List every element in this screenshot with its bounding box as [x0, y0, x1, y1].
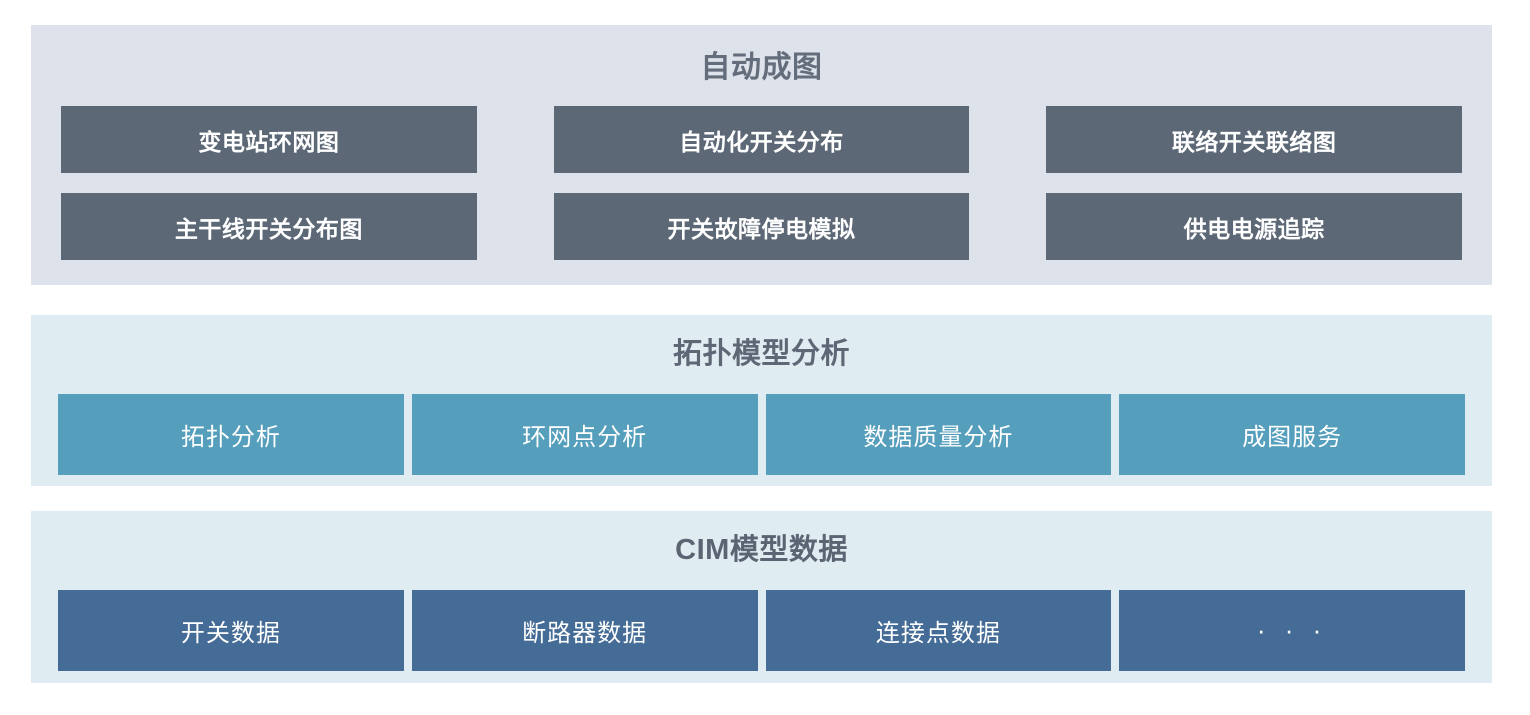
tile-more-data[interactable]: · · · — [1119, 590, 1465, 671]
tile-row: 主干线开关分布图 开关故障停电模拟 供电电源追踪 — [61, 193, 1463, 260]
tile-circuit-breaker-data[interactable]: 断路器数据 — [411, 590, 758, 671]
tile-mapping-service[interactable]: 成图服务 — [1119, 394, 1465, 475]
section-cim-model-data: CIM模型数据 开关数据 断路器数据 连接点数据 · · · — [31, 511, 1492, 683]
tile-automation-switch-distribution[interactable]: 自动化开关分布 — [553, 106, 970, 173]
section-auto-mapping-tiles: 变电站环网图 自动化开关分布 联络开关联络图 主干线开关分布图 开关故障停电模拟… — [31, 83, 1492, 260]
tile-switch-data[interactable]: 开关数据 — [58, 590, 404, 671]
tile-data-quality-analysis[interactable]: 数据质量分析 — [765, 394, 1112, 475]
section-topology-analysis-title: 拓扑模型分析 — [672, 338, 850, 370]
tile-connectivity-node-data[interactable]: 连接点数据 — [765, 590, 1112, 671]
tile-row: 开关数据 断路器数据 连接点数据 · · · — [58, 590, 1465, 671]
tile-topology-analysis[interactable]: 拓扑分析 — [58, 394, 404, 475]
section-auto-mapping: 自动成图 变电站环网图 自动化开关分布 联络开关联络图 主干线开关分布图 开关故… — [31, 25, 1492, 285]
tile-row: 变电站环网图 自动化开关分布 联络开关联络图 — [61, 106, 1463, 173]
section-auto-mapping-title: 自动成图 — [700, 51, 823, 84]
tile-trunk-line-switch-distribution-diagram[interactable]: 主干线开关分布图 — [61, 193, 477, 260]
tile-ring-network-point-analysis[interactable]: 环网点分析 — [411, 394, 758, 475]
tile-row: 拓扑分析 环网点分析 数据质量分析 成图服务 — [58, 394, 1465, 475]
tile-tie-switch-connection-diagram[interactable]: 联络开关联络图 — [1046, 106, 1463, 173]
tile-substation-ring-network-diagram[interactable]: 变电站环网图 — [61, 106, 477, 173]
section-cim-model-data-tiles: 开关数据 断路器数据 连接点数据 · · · — [31, 565, 1492, 671]
section-topology-analysis: 拓扑模型分析 拓扑分析 环网点分析 数据质量分析 成图服务 — [31, 315, 1492, 486]
tile-power-supply-source-tracing[interactable]: 供电电源追踪 — [1046, 193, 1463, 260]
tile-switch-fault-outage-simulation[interactable]: 开关故障停电模拟 — [553, 193, 970, 260]
section-cim-model-data-title: CIM模型数据 — [675, 534, 848, 566]
section-topology-analysis-tiles: 拓扑分析 环网点分析 数据质量分析 成图服务 — [31, 369, 1492, 475]
